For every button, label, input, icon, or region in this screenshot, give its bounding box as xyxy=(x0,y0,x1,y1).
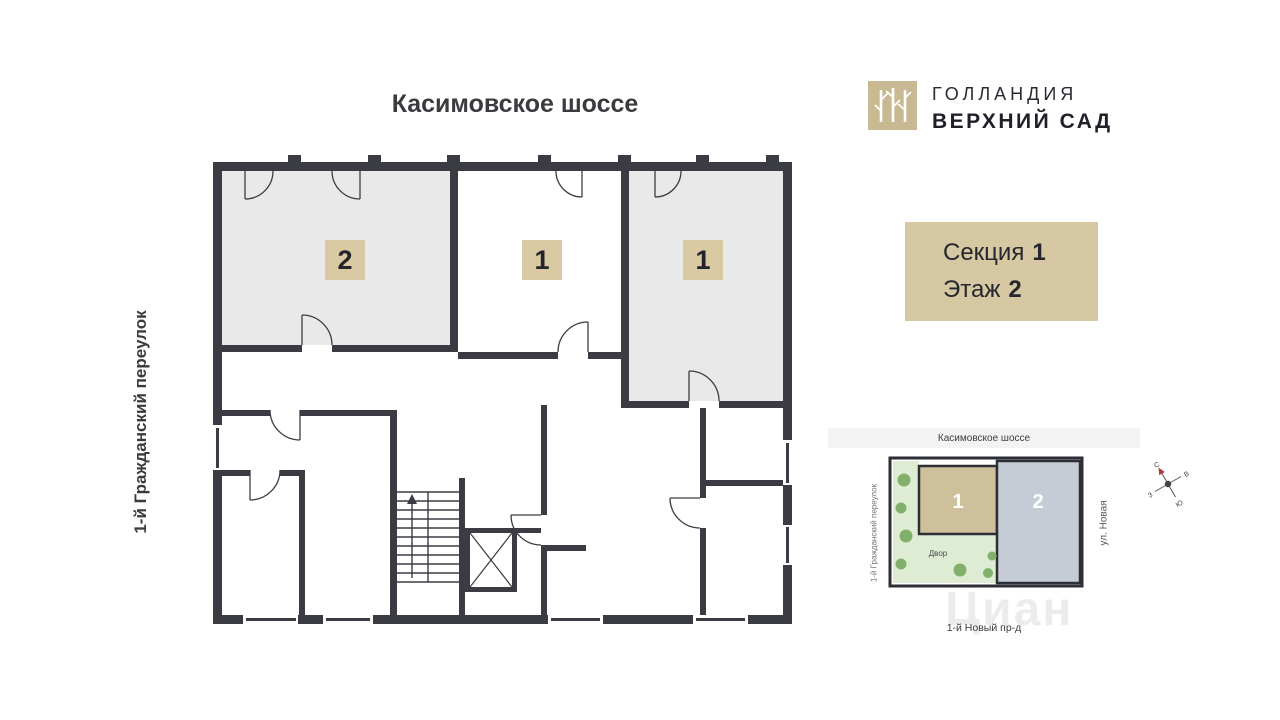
floor-row: Этаж 2 xyxy=(943,276,1098,304)
floorplan-svg xyxy=(213,155,792,624)
street-label-top: Касимовское шоссе xyxy=(391,90,639,118)
minimap-section-1[interactable] xyxy=(917,464,999,536)
compass-s: Ю xyxy=(1175,500,1185,510)
minimap-section-2[interactable] xyxy=(995,459,1082,585)
street-label-left: 1-й Гражданский переулок xyxy=(131,310,150,534)
floor-label: Этаж xyxy=(943,276,1001,303)
minimap-street-left: 1-й Гражданский переулок xyxy=(869,483,879,583)
section-value: 1 xyxy=(1032,239,1046,266)
unit-area-right[interactable] xyxy=(629,171,783,401)
minimap: Касимовское шоссе 1-й Гражданский переул… xyxy=(828,428,1140,646)
logo-line1: ГОЛЛАНДИЯ xyxy=(932,84,1078,104)
unit-badge-middle[interactable]: 1 xyxy=(522,240,562,280)
walls-group xyxy=(213,155,792,624)
section-label: Секция xyxy=(943,239,1025,266)
compass-e: В xyxy=(1183,470,1191,479)
logo: ГОЛЛАНДИЯ ВЕРХНИЙ САД xyxy=(868,81,1113,134)
minimap-street-bottom: 1-й Новый пр-д xyxy=(946,622,1022,634)
minimap-section-2-label: 2 xyxy=(1032,491,1043,513)
minimap-section-1-label: 1 xyxy=(952,491,963,513)
doors-group xyxy=(244,170,720,546)
compass-n: С xyxy=(1153,461,1161,470)
logo-line2: ВЕРХНИЙ САД xyxy=(932,110,1113,133)
floor-value: 2 xyxy=(1008,276,1022,303)
minimap-trees xyxy=(895,473,997,578)
minimap-street-right: ул. Новая xyxy=(1098,500,1110,546)
minimap-plot: 1 2 Двор xyxy=(888,456,1084,588)
logo-text: ГОЛЛАНДИЯ ВЕРХНИЙ САД xyxy=(932,81,1113,134)
windows-group xyxy=(216,428,789,621)
stairs xyxy=(397,491,459,583)
unit-badge-left[interactable]: 2 xyxy=(325,240,365,280)
section-floor-badge: Секция 1 Этаж 2 xyxy=(905,222,1098,321)
logo-trees-icon xyxy=(868,81,917,130)
minimap-yard-label: Двор xyxy=(929,549,948,558)
compass-w: З xyxy=(1147,492,1154,500)
compass-icon: С Ю З В xyxy=(1147,461,1191,510)
minimap-street-top: Касимовское шоссе xyxy=(828,428,1140,448)
section-row: Секция 1 xyxy=(943,239,1098,267)
elevator xyxy=(469,532,513,588)
unit-badge-right[interactable]: 1 xyxy=(683,240,723,280)
